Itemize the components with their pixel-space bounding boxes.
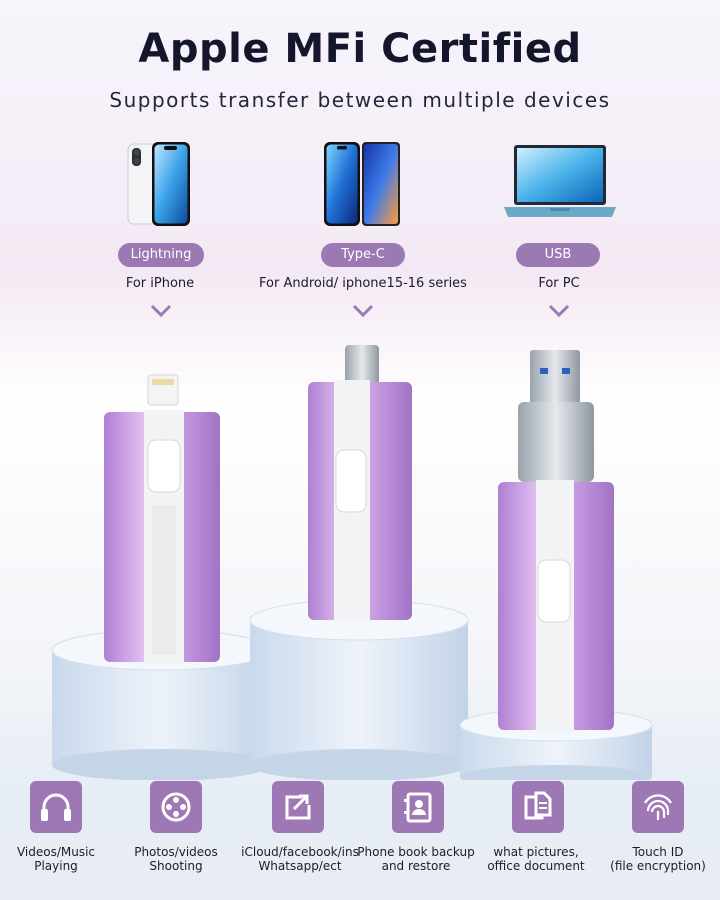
connector-description-type-c: For Android/ iphone15-16 series — [259, 276, 467, 291]
feature-card-contacts — [392, 781, 444, 833]
page-subtitle: Supports transfer between multiple devic… — [109, 88, 611, 112]
feature-card-film — [150, 781, 202, 833]
feature-caption-documents: what pictures,office document — [487, 845, 585, 873]
chevron-down-icon — [352, 304, 374, 318]
product-scene — [51, 345, 653, 780]
laptop-icon — [504, 145, 616, 217]
pedestal-middle — [249, 599, 469, 780]
film-reel-icon — [161, 792, 191, 822]
feature-card-share — [272, 781, 324, 833]
share-icon — [285, 794, 311, 820]
feature-caption-touch-id: Touch ID(file encryption) — [610, 845, 706, 873]
feature-card-headphones — [30, 781, 82, 833]
smartphones-icon — [324, 142, 400, 226]
connector-pill-usb: USB — [516, 243, 600, 267]
headphones-icon — [41, 793, 71, 821]
chevron-down-icon — [150, 304, 172, 318]
connector-pill-lightning: Lightning — [118, 243, 204, 267]
contact-book-icon — [404, 792, 432, 823]
feature-card-touch-id — [632, 781, 684, 833]
documents-icon — [524, 791, 552, 820]
connector-description-lightning: For iPhone — [125, 276, 195, 291]
chevron-down-icon — [548, 304, 570, 318]
page-title: Apple MFi Certified — [138, 26, 582, 72]
fingerprint-icon — [644, 794, 672, 820]
iphone-icon — [127, 142, 190, 226]
flash-drive-type-c — [308, 345, 412, 622]
connector-pill-type-c: Type-C — [321, 243, 405, 267]
flash-drive-lightning — [104, 374, 220, 664]
flash-drive-usb — [498, 350, 614, 732]
connector-description-usb: For PC — [538, 276, 580, 291]
feature-card-documents — [512, 781, 564, 833]
